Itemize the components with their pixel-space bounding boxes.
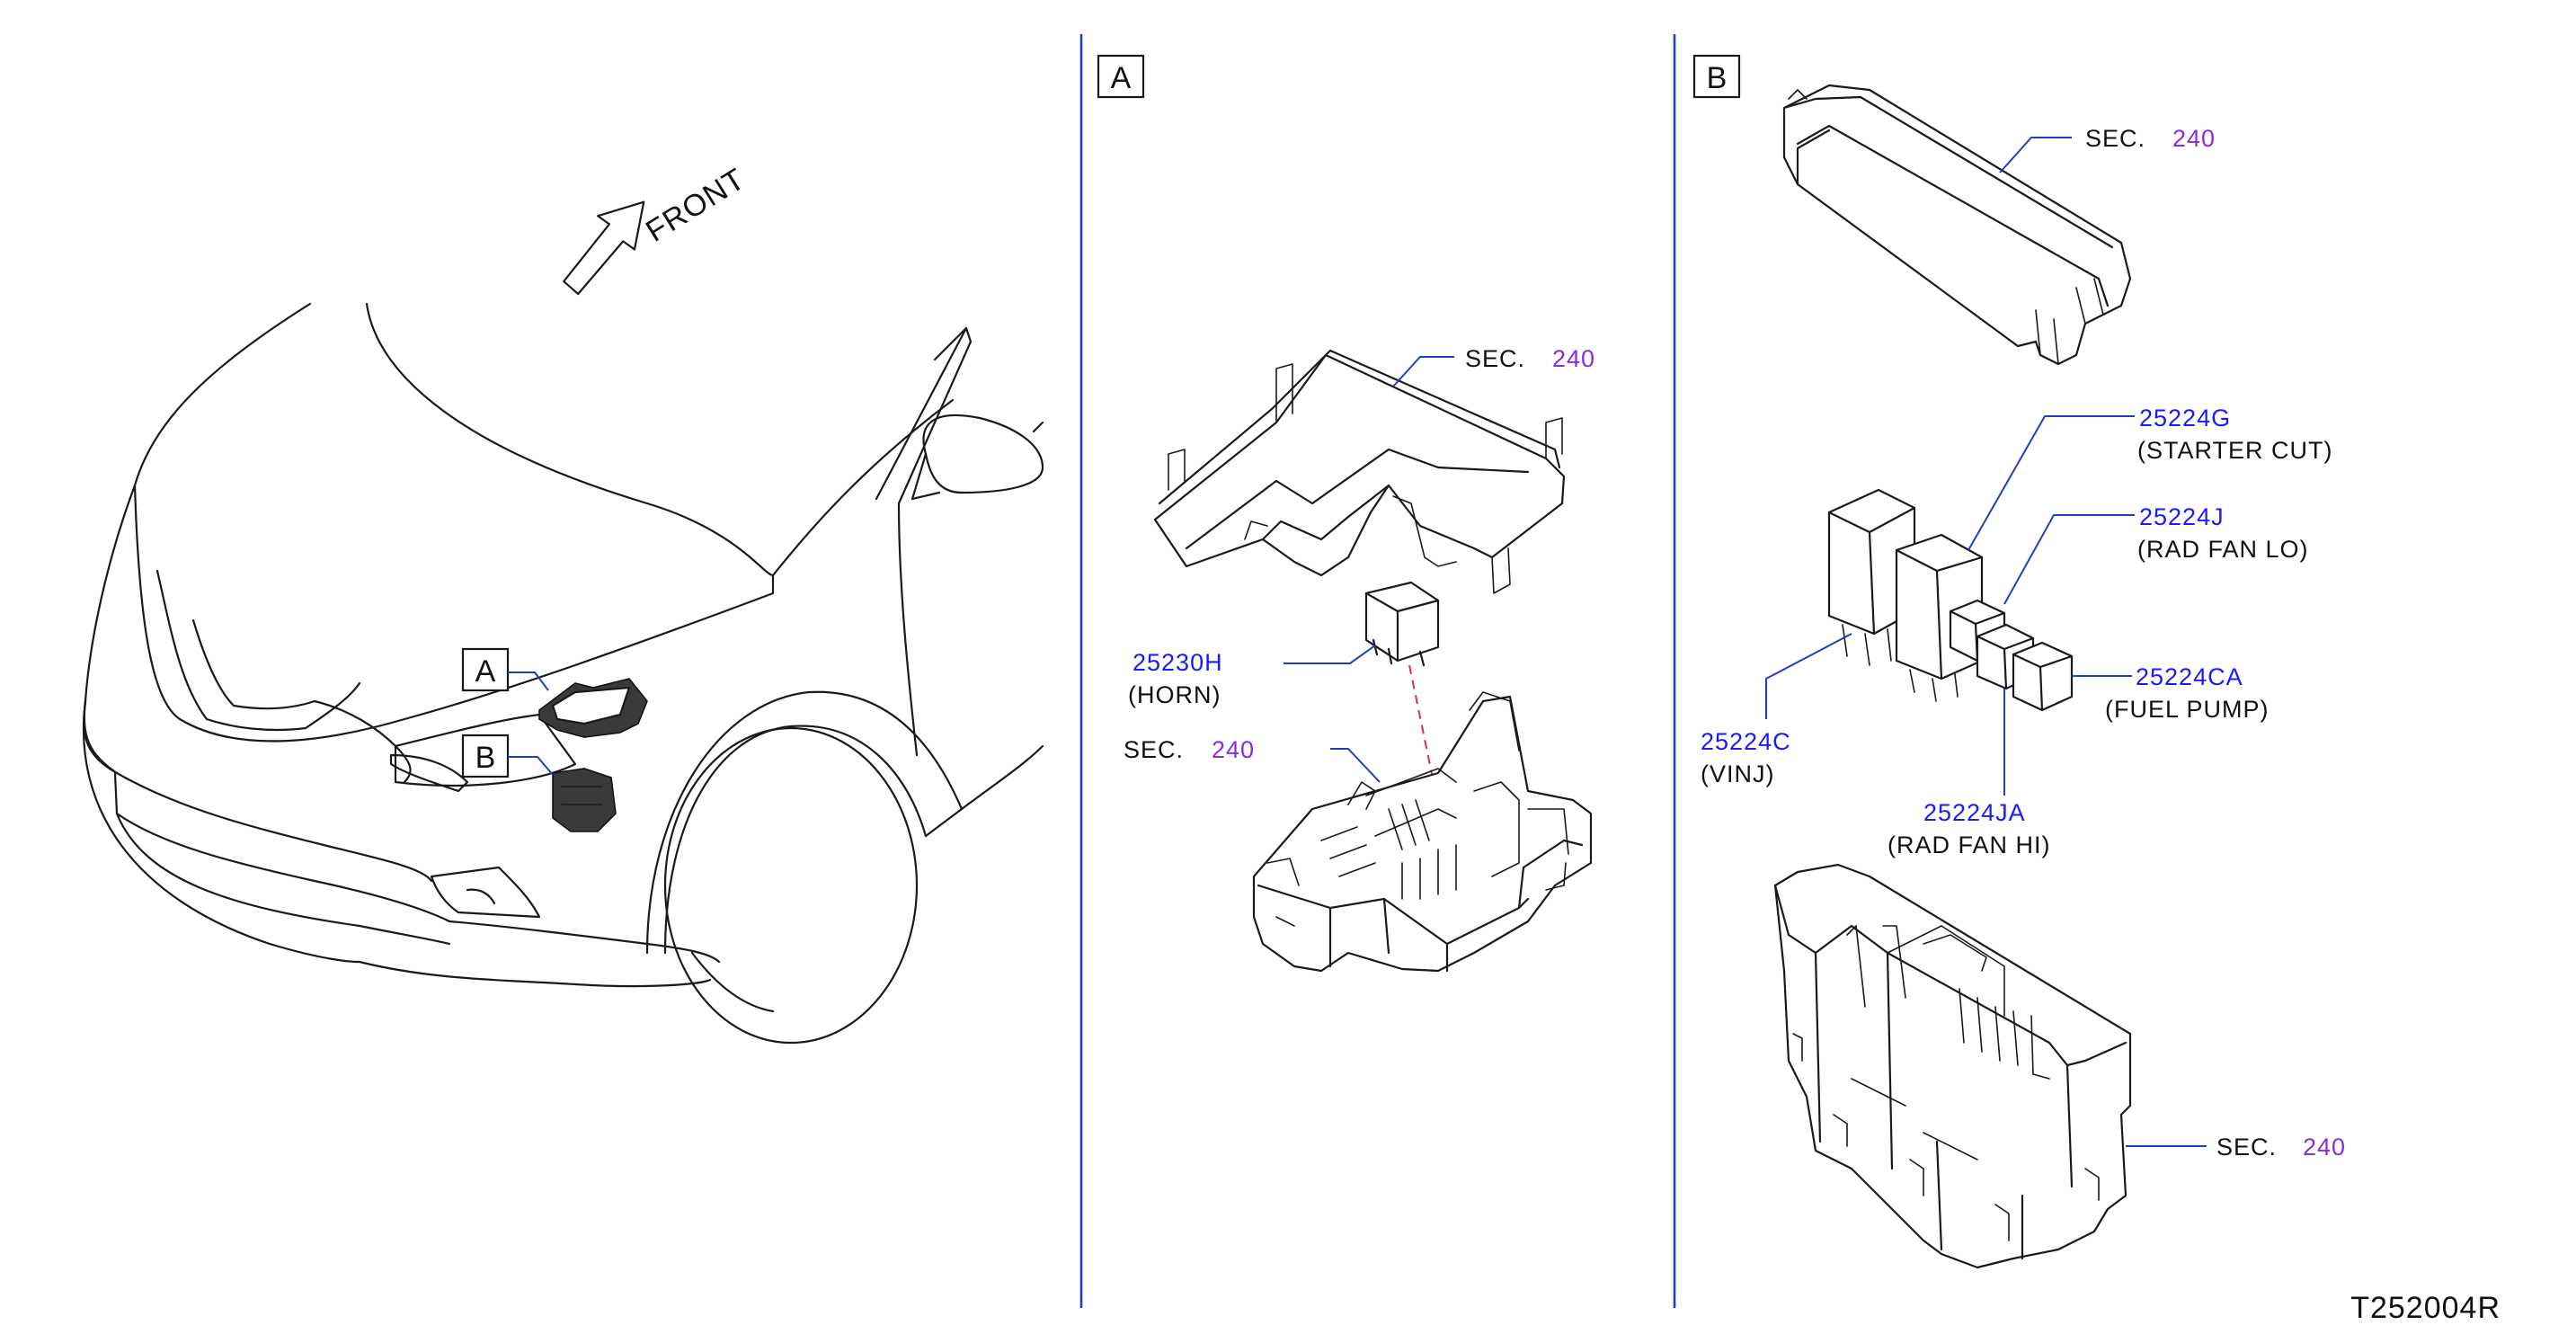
fuse-box-cover-b — [1782, 84, 2132, 366]
horn-part-name: (HORN) — [1128, 681, 1221, 708]
rad-fan-hi-part-name: (RAD FAN HI) — [1888, 832, 2051, 858]
panel-b-label: B — [1707, 61, 1728, 95]
sec-number-b-cover: 240 — [2172, 125, 2216, 152]
panel-a-label-box — [1097, 54, 1145, 99]
view-a-callout-box — [461, 647, 510, 692]
panel-b-label-box — [1692, 54, 1741, 99]
fuel-pump-part-name: (FUEL PUMP) — [2105, 696, 2270, 723]
view-a-callout-label: A — [475, 654, 496, 689]
starter-cut-part-name: (STARTER CUT) — [2137, 437, 2333, 464]
sec-prefix: SEC. — [2085, 125, 2145, 152]
sec-number-b-case: 240 — [2303, 1134, 2346, 1161]
sec-label-a-cover: SEC. — [1465, 345, 1525, 372]
sec-prefix: SEC. — [1465, 345, 1525, 372]
horn-relay-mounting-path — [1408, 664, 1437, 796]
panel-a-label: A — [1111, 61, 1132, 95]
view-b-callout-box — [461, 734, 510, 778]
rad-fan-hi-part-number[interactable]: 25224JA — [1923, 799, 2026, 826]
sec-prefix: SEC. — [2216, 1134, 2277, 1161]
rad-fan-lo-part-name: (RAD FAN LO) — [2137, 536, 2309, 563]
fuse-box-lower-case-b — [1773, 863, 2132, 1269]
relay-25224ca — [2012, 641, 2074, 712]
drawing-code: T252004R — [2350, 1291, 2500, 1325]
sec-prefix: SEC. — [1124, 736, 1184, 763]
vehicle-front-view: A B — [82, 302, 1044, 1045]
fuel-pump-part-number[interactable]: 25224CA — [2136, 663, 2243, 690]
vinj-part-name: (VINJ) — [1701, 760, 1775, 787]
sec-label-a-case: SEC. — [1124, 736, 1184, 763]
front-direction-label: FRONT — [640, 162, 751, 249]
vinj-part-number[interactable]: 25224C — [1701, 728, 1791, 755]
front-arrow-icon — [563, 200, 645, 296]
sec-number-a-case: 240 — [1212, 736, 1255, 763]
sec-label-b-cover: SEC. — [2085, 125, 2145, 152]
fuse-box-lower-case-a — [1252, 691, 1593, 973]
horn-part-number[interactable]: 25230H — [1133, 649, 1223, 676]
relay-25224c — [1827, 488, 1916, 666]
horn-relay — [1364, 581, 1440, 667]
starter-cut-part-number[interactable]: 25224G — [2139, 405, 2231, 431]
rad-fan-lo-part-number[interactable]: 25224J — [2139, 503, 2225, 530]
view-b-callout-label: B — [475, 741, 496, 775]
sec-label-b-case: SEC. — [2216, 1134, 2277, 1161]
fuse-box-upper-cover-a — [1153, 349, 1566, 594]
sec-number-a-cover: 240 — [1552, 345, 1595, 372]
